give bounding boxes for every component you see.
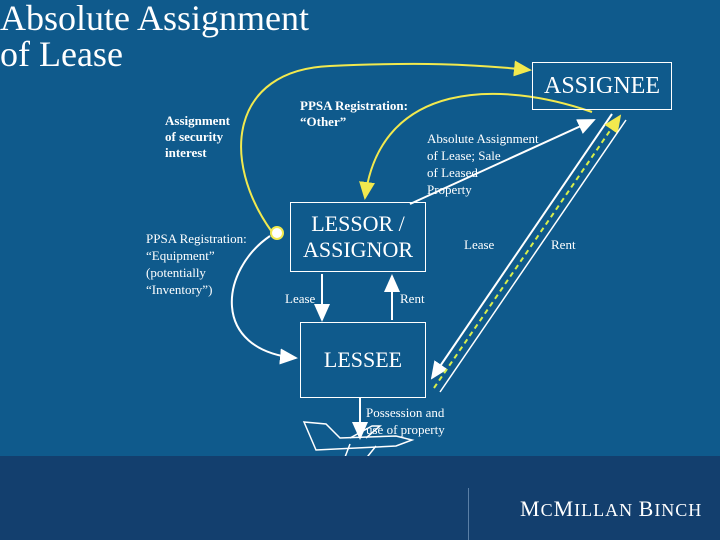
arrow-rent-right-2 bbox=[439, 119, 627, 393]
arrow-absolute-assignment bbox=[409, 119, 596, 205]
label-lease-left: Lease bbox=[285, 291, 316, 306]
lens-icon bbox=[270, 226, 284, 240]
label-ppsa-other: PPSA Registration: “Other” bbox=[300, 98, 408, 129]
title-line2: of Lease bbox=[0, 34, 123, 74]
label-rent-right: Rent bbox=[551, 237, 576, 252]
label-rent-mid: Rent bbox=[400, 291, 425, 306]
label-lease-right: Lease bbox=[464, 237, 495, 252]
label-absolute-assignment: Absolute Assignment of Lease; Sale of Le… bbox=[427, 131, 539, 197]
assignee-box: ASSIGNEE bbox=[532, 62, 672, 110]
label-ppsa-equipment: PPSA Registration: “Equipment” (potentia… bbox=[146, 231, 247, 297]
assignee-label: ASSIGNEE bbox=[543, 73, 660, 99]
label-possession: Possession and use of property bbox=[366, 405, 445, 437]
footer-divider bbox=[468, 488, 469, 540]
slide-title: Absolute Assignment of Lease bbox=[0, 0, 720, 72]
arrow-rent-right-1 bbox=[433, 114, 622, 389]
lessee-box: LESSEE bbox=[300, 322, 426, 398]
footer-bar bbox=[0, 456, 720, 540]
lessor-line1: LESSOR / bbox=[311, 211, 405, 236]
arrow-ppsa-other bbox=[359, 92, 593, 200]
arrow-lease-right bbox=[430, 113, 613, 380]
lessor-line2: ASSIGNOR bbox=[302, 237, 414, 262]
label-assignment-security: Assignment of security interest bbox=[165, 113, 231, 160]
arrow-ppsa-equipment bbox=[231, 235, 298, 365]
title-line1: Absolute Assignment bbox=[0, 0, 310, 38]
lessee-label: LESSEE bbox=[323, 347, 403, 372]
arrow-security-interest bbox=[240, 60, 532, 233]
brand-logo: MCMILLAN BINCH bbox=[520, 496, 703, 521]
lessor-box: LESSOR / ASSIGNOR bbox=[290, 202, 426, 272]
